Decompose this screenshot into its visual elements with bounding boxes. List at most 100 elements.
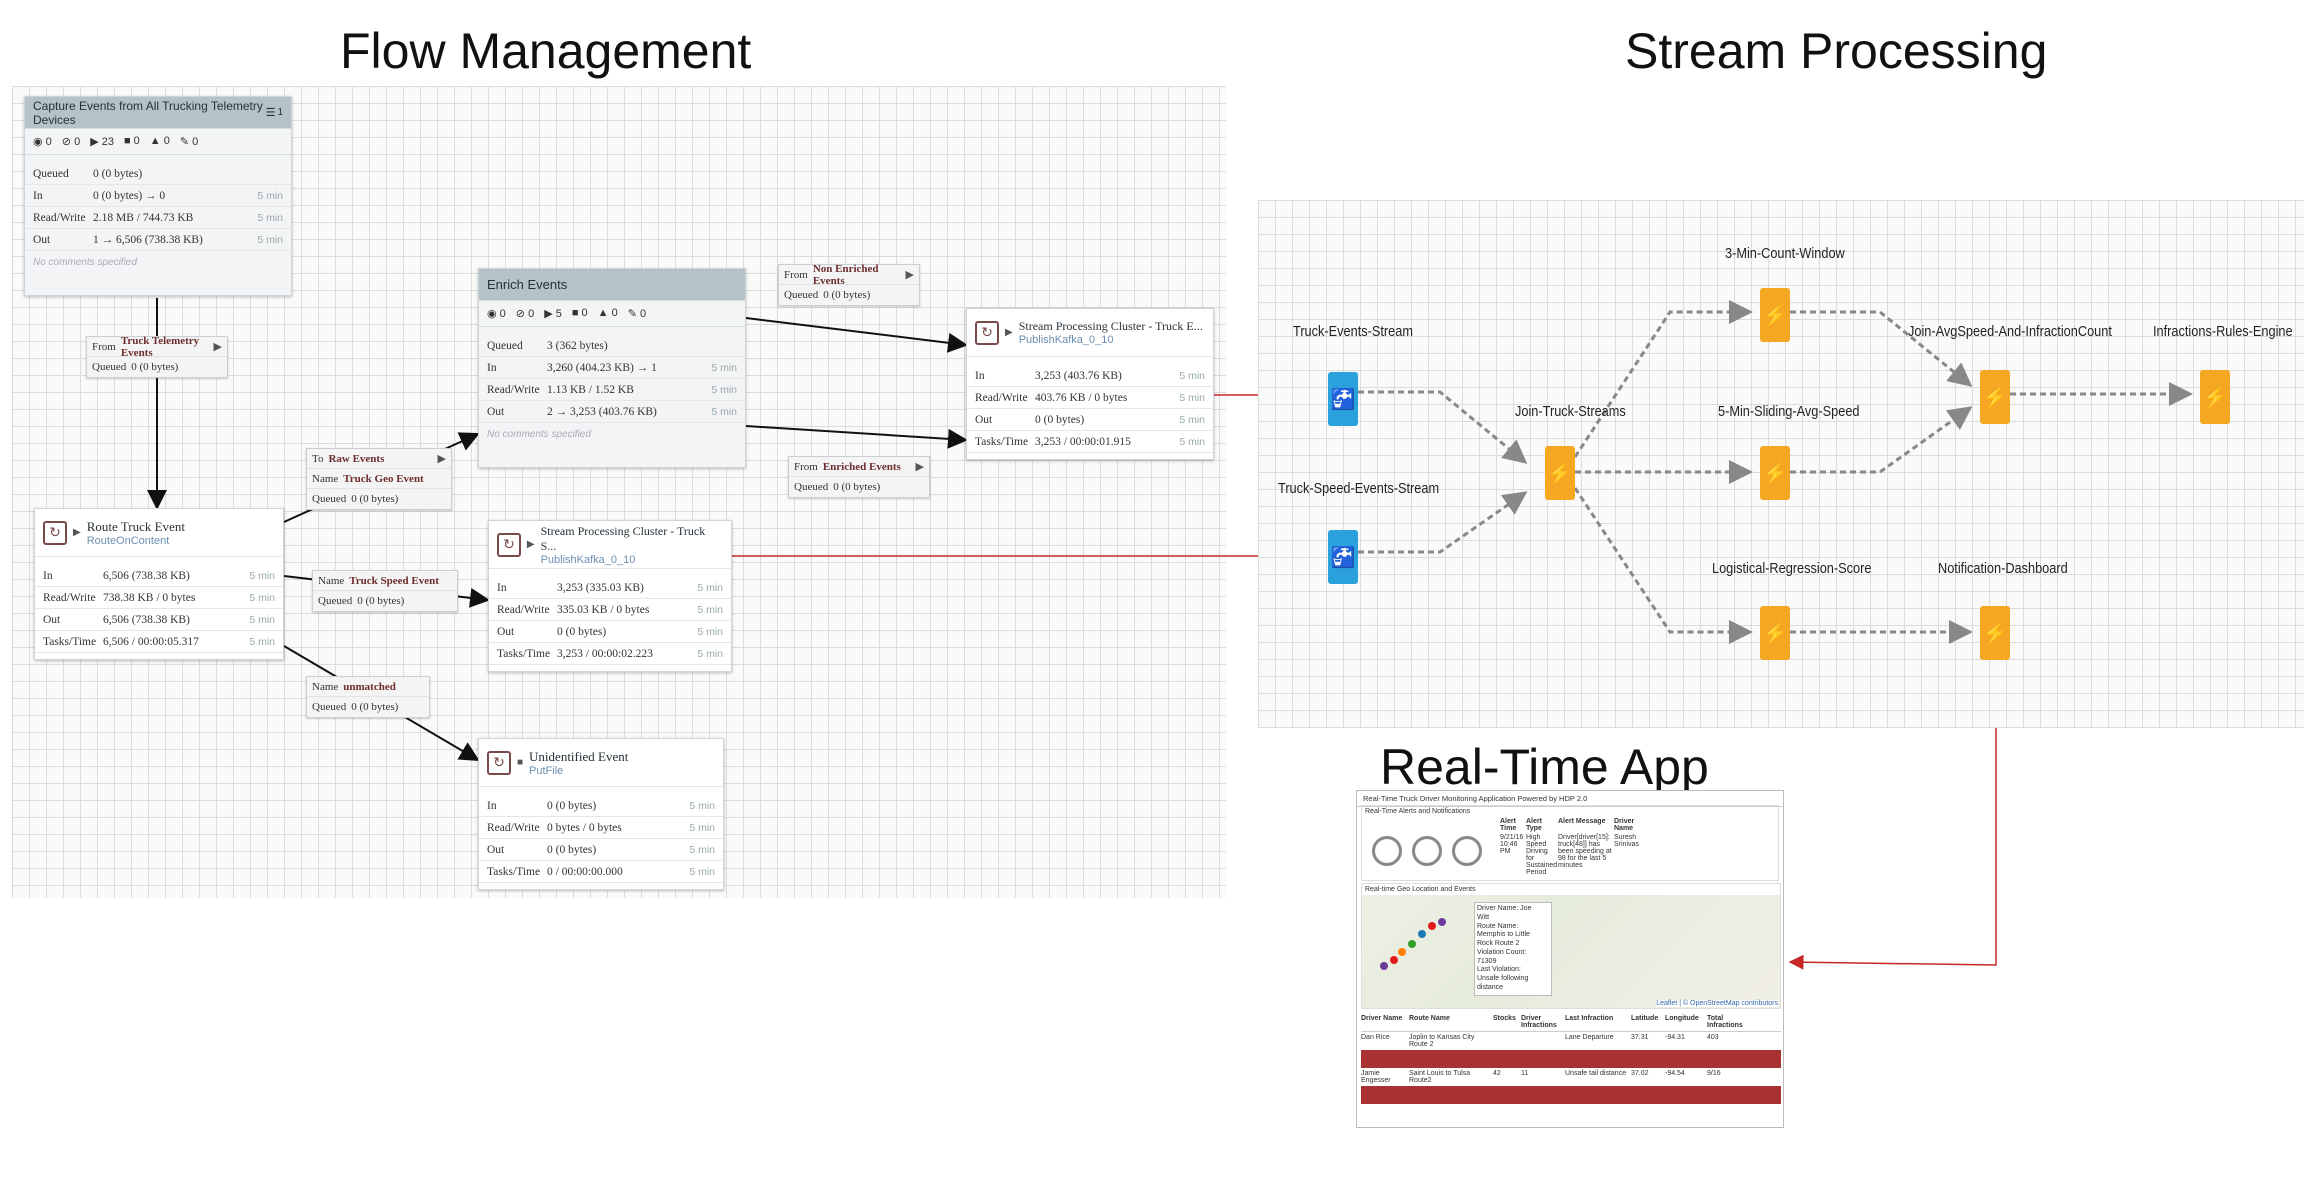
- label-logistical-regression-score: Logistical-Regression-Score: [1712, 560, 1872, 577]
- processor-join-avgspeed-infractioncount[interactable]: ⚡: [1980, 370, 2010, 424]
- group-comments: No comments specified: [33, 257, 137, 268]
- group-title: Enrich Events: [487, 277, 568, 292]
- highlight-row: [1361, 1086, 1781, 1104]
- invalid-icon: ▲ 0: [597, 307, 618, 319]
- not-transmitting-icon: ⊘ 0: [515, 308, 535, 320]
- transmitting-icon: ◉ 0: [33, 136, 52, 148]
- processor-type: RouteOnContent: [86, 534, 170, 547]
- processor-5-min-sliding-avg-speed[interactable]: ⚡: [1760, 446, 1790, 500]
- alerts-title: Real-Time Alerts and Notifications: [1365, 808, 1471, 815]
- map-title: Real-time Geo Location and Events: [1362, 884, 1780, 895]
- process-group-enrich-events[interactable]: Enrich Events ◉ 0 ⊘ 0 ▶ 5 ■ 0 ▲ 0 ✎ 0 Qu…: [478, 268, 746, 468]
- map-panel[interactable]: Real-time Geo Location and Events Driver…: [1361, 883, 1781, 1009]
- stopped-icon: ■ 0: [571, 307, 588, 319]
- label-infractions-rules-engine: Infractions-Rules-Engine: [2153, 323, 2293, 340]
- processor-type: PublishKafka_0_10: [540, 553, 636, 566]
- lightning-icon: ⚡: [1762, 462, 1788, 485]
- faucet-icon: 🚰: [1330, 388, 1356, 411]
- processor-icon: ↻: [487, 750, 511, 775]
- highlight-row: [1361, 1050, 1781, 1068]
- real-time-app-title: Real-Time App: [1380, 739, 1709, 795]
- disabled-icon: ✎ 0: [627, 308, 647, 320]
- group-header[interactable]: Enrich Events: [479, 269, 745, 301]
- real-time-app-window[interactable]: Real-Time Truck Driver Monitoring Applic…: [1356, 790, 1784, 1128]
- faucet-icon: 🚰: [1330, 546, 1356, 569]
- group-stats: ◉ 0 ⊘ 0 ▶ 23 ■ 0 ▲ 0 ✎ 0: [25, 129, 291, 155]
- gauge: [1412, 836, 1442, 866]
- lightning-icon: ⚡: [1982, 622, 2008, 645]
- label-join-truck-streams: Join-Truck-Streams: [1515, 403, 1626, 420]
- play-icon: ▶: [1005, 327, 1013, 338]
- running-icon: ▶ 23: [90, 136, 114, 148]
- source-truck-speed-events-stream[interactable]: 🚰: [1328, 530, 1358, 584]
- processor-notification-dashboard[interactable]: ⚡: [1980, 606, 2010, 660]
- processor-icon: ↻: [497, 532, 521, 557]
- processor-name: Stream Processing Cluster - Truck S...: [540, 523, 706, 553]
- label-join-avgspeed-infractioncount: Join-AvgSpeed-And-InfractionCount: [1908, 323, 2112, 340]
- processor-3-min-count-window[interactable]: ⚡: [1760, 288, 1790, 342]
- expand-icon: ▶: [213, 341, 222, 353]
- lightning-icon: ⚡: [1982, 386, 2008, 409]
- processor-name: Route Truck Event: [86, 518, 185, 534]
- label-5-min-sliding-avg-speed: 5-Min-Sliding-Avg-Speed: [1718, 403, 1860, 420]
- group-badge: 1: [277, 107, 283, 118]
- group-stats: ◉ 0 ⊘ 0 ▶ 5 ■ 0 ▲ 0 ✎ 0: [479, 301, 745, 327]
- source-truck-events-stream[interactable]: 🚰: [1328, 372, 1358, 426]
- gauge: [1372, 836, 1402, 866]
- processor-join-truck-streams[interactable]: ⚡: [1545, 446, 1575, 500]
- label-notification-dashboard: Notification-Dashboard: [1938, 560, 2068, 577]
- label-3-min-count-window: 3-Min-Count-Window: [1725, 245, 1845, 262]
- stopped-icon: ■ 0: [123, 135, 140, 147]
- processor-logistical-regression-score[interactable]: ⚡: [1760, 606, 1790, 660]
- expand-icon: ▶: [905, 269, 914, 281]
- flow-management-title: Flow Management: [340, 23, 752, 79]
- lightning-icon: ⚡: [1762, 622, 1788, 645]
- group-header[interactable]: Capture Events from All Trucking Telemet…: [25, 97, 291, 129]
- label-truck-speed-events-stream: Truck-Speed-Events-Stream: [1278, 480, 1440, 497]
- invalid-icon: ▲ 0: [149, 135, 170, 147]
- app-header: Real-Time Truck Driver Monitoring Applic…: [1357, 791, 1783, 807]
- processor-type: PublishKafka_0_10: [1018, 334, 1114, 346]
- map-attribution: Leaflet | © OpenStreetMap contributors: [1656, 1000, 1778, 1007]
- processor-infractions-rules-engine[interactable]: ⚡: [2200, 370, 2230, 424]
- lightning-icon: ⚡: [1762, 304, 1788, 327]
- play-icon: ▶: [73, 527, 81, 538]
- label-truck-events-stream: Truck-Events-Stream: [1293, 323, 1413, 340]
- processor-name: Stream Processing Cluster - Truck E...: [1018, 319, 1203, 333]
- gauge: [1452, 836, 1482, 866]
- processor-stream-processing-truck-s[interactable]: ↻▶Stream Processing Cluster - Truck S...…: [488, 520, 732, 672]
- processor-name: Unidentified Event: [529, 748, 629, 764]
- process-group-capture-events[interactable]: Capture Events from All Trucking Telemet…: [24, 96, 292, 296]
- processor-icon: ↻: [43, 520, 67, 545]
- processor-stream-processing-truck-e[interactable]: ↻▶Stream Processing Cluster - Truck E...…: [966, 308, 1214, 460]
- stream-processing-title: Stream Processing: [1625, 23, 2048, 79]
